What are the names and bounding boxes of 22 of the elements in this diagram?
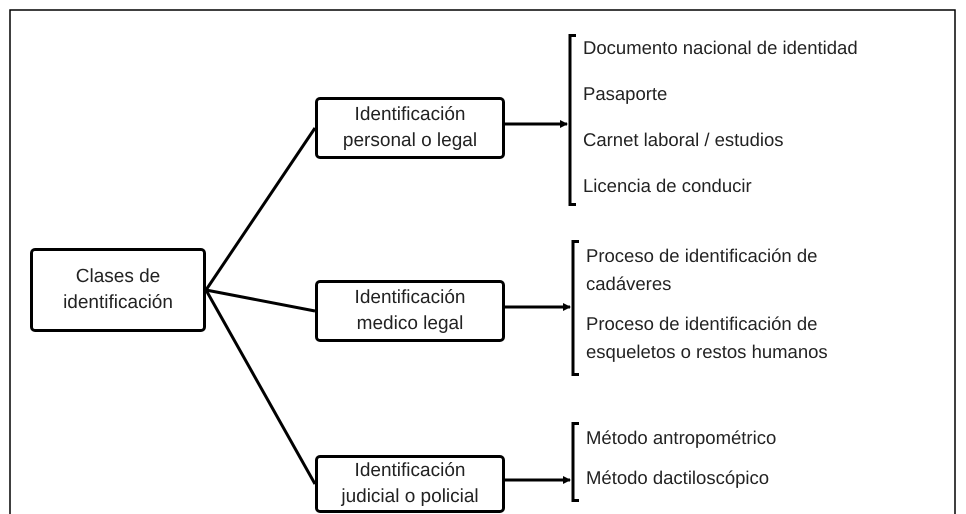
connector-line <box>204 289 316 485</box>
box-label: Clases de identificación <box>62 265 174 315</box>
category-box <box>315 280 505 342</box>
arrow <box>505 303 571 311</box>
box-label: Identificación medico legal <box>354 286 466 336</box>
list-item: Documento nacional de identidad <box>583 36 859 60</box>
category-box <box>30 248 206 332</box>
list-item: Método antropométrico <box>586 426 778 450</box>
list-item: Proceso de identificación de esqueletos o restos humanos <box>586 312 829 364</box>
category-box <box>315 455 505 513</box>
category-box <box>315 97 505 159</box>
list-item: Licencia de conducir <box>583 174 753 198</box>
box-label: Identificación judicial o policial <box>340 459 480 509</box>
box-label: Identificación personal o legal <box>342 103 478 153</box>
arrow <box>505 120 568 128</box>
arrow <box>505 476 571 484</box>
list-item: Proceso de identificación de cadáveres <box>586 244 818 296</box>
list-item: Pasaporte <box>583 82 668 106</box>
connector-line <box>204 127 316 291</box>
list-item: Carnet laboral / estudios <box>583 128 785 152</box>
connector-line <box>206 288 316 312</box>
list-item: Método dactiloscópico <box>586 466 770 490</box>
